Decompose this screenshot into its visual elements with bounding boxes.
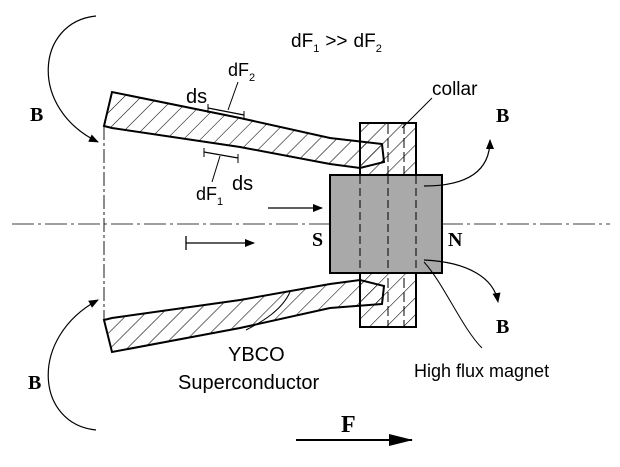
df1-leader-line: [211, 155, 221, 183]
ds-top-label: ds: [186, 86, 207, 108]
force-label: F: [341, 412, 356, 438]
magnet-label: High flux magnet: [414, 361, 549, 381]
b-label-top-left: B: [30, 104, 43, 126]
superconductor-label-line1: YBCO: [228, 344, 285, 366]
df2-label: dF2: [228, 60, 255, 84]
b-field-arrow-top-right: [423, 139, 494, 187]
collar-leader-line: [401, 97, 433, 129]
superconductor-leader-line: [245, 291, 291, 331]
b-field-arrow-bottom-left: [47, 299, 99, 431]
pole-s-label: S: [312, 229, 323, 251]
lower-superconductor-wall: [102, 278, 386, 354]
b-label-top-right: B: [496, 105, 509, 127]
pole-n-label: N: [448, 229, 463, 251]
b-label-bottom-left: B: [28, 372, 41, 394]
high-flux-magnet: [329, 174, 443, 274]
df2-leader-line: [227, 81, 239, 111]
magnet-leader-line: [423, 261, 483, 349]
df1-label: dF1: [196, 184, 223, 208]
collar-label: collar: [432, 79, 478, 100]
ds-mark-bottom: [203, 151, 239, 159]
b-field-arrow-bottom-right: [423, 259, 501, 303]
ds-mark-top: [207, 107, 245, 116]
superconductor-label-line2: Superconductor: [178, 372, 320, 394]
ds-bottom-label: ds: [232, 173, 253, 195]
relation-text: dF1>>dF2: [291, 31, 382, 55]
b-label-bottom-right: B: [496, 316, 509, 338]
b-field-arrow-top-left: [47, 15, 99, 143]
upper-superconductor-wall: [102, 90, 386, 170]
